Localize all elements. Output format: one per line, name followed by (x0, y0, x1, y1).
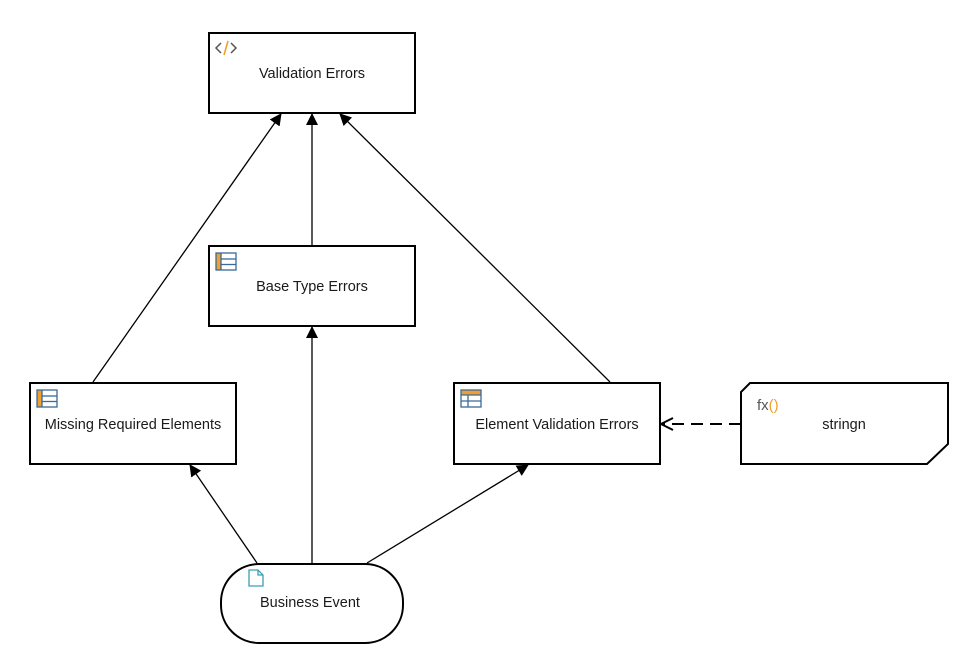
node-label: Missing Required Elements (45, 417, 222, 433)
node-label: Validation Errors (259, 66, 365, 82)
edge-event-to-missing[interactable] (189, 464, 258, 564)
list-table-icon (215, 252, 237, 271)
node-label: Business Event (260, 595, 360, 611)
node-validation-errors[interactable]: Validation Errors (208, 32, 416, 114)
node-label: Base Type Errors (256, 279, 368, 295)
node-missing-required-elements[interactable]: Missing Required Elements (29, 382, 237, 465)
node-base-type-errors[interactable]: Base Type Errors (208, 245, 416, 327)
code-icon (214, 40, 238, 56)
node-element-validation-errors[interactable]: Element Validation Errors (453, 382, 661, 465)
list-table-icon (36, 389, 58, 408)
edge-element-to-validation[interactable] (339, 113, 611, 383)
document-icon (248, 569, 264, 587)
grid-table-icon (460, 389, 482, 408)
edges (92, 113, 741, 564)
edge-missing-to-validation[interactable] (92, 113, 282, 383)
node-stringn[interactable]: fx() stringn (740, 382, 949, 465)
node-business-event[interactable]: Business Event (220, 563, 404, 644)
node-label: Element Validation Errors (475, 417, 638, 433)
node-label: stringn (822, 417, 866, 433)
function-icon: fx() (757, 397, 779, 414)
edge-event-to-element[interactable] (366, 464, 529, 564)
